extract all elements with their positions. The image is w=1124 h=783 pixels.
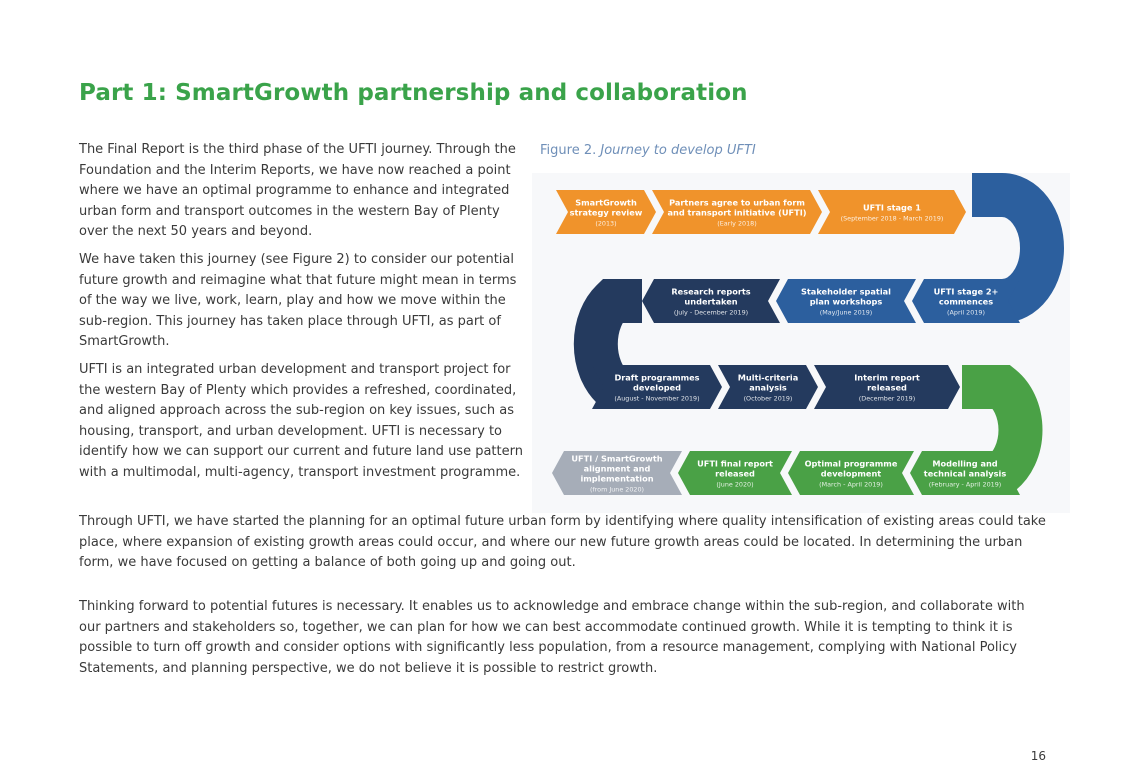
step-1-title-line-1: and transport initiative (UFTI) <box>667 208 806 218</box>
step-12-chevron <box>552 451 682 495</box>
step-5-title-line-1: undertaken <box>684 297 737 307</box>
step-5-chevron <box>642 279 780 323</box>
page-number: 16 <box>1030 749 1046 763</box>
step-7-title-line-0: Multi-criteria <box>738 373 798 383</box>
step-7-chevron <box>718 365 818 409</box>
paragraph-urban-form: Through UFTI, we have started the planni… <box>79 514 1046 570</box>
step-2-date: (September 2018 - March 2019) <box>841 215 944 223</box>
step-8-chevron <box>814 365 960 409</box>
paragraph-final-report: The Final Report is the third phase of t… <box>79 142 516 239</box>
step-2-chevron <box>818 190 966 234</box>
figure-caption: Figure 2. Journey to develop UFTI <box>540 143 756 158</box>
step-11-title-line-0: UFTI final report <box>697 459 773 469</box>
step-0-title-line-0: SmartGrowth <box>575 198 637 208</box>
step-6-title-line-1: developed <box>633 383 681 393</box>
step-5-date: (July - December 2019) <box>674 309 748 317</box>
step-7-title-line-1: analysis <box>749 383 787 393</box>
step-5-title-line-0: Research reports <box>671 287 750 297</box>
step-3-chevron <box>912 279 1020 323</box>
step-10-title-line-0: Optimal programme <box>805 459 898 469</box>
step-8-title-line-1: released <box>867 383 907 393</box>
paragraph-ufti-definition: UFTI is an integrated urban development … <box>79 362 523 480</box>
step-0-chevron <box>556 190 656 234</box>
step-4-title-line-0: Stakeholder spatial <box>801 287 891 297</box>
step-6-chevron <box>592 365 722 409</box>
figure-caption-prefix: Figure 2. <box>540 143 597 158</box>
step-11-chevron <box>678 451 792 495</box>
step-7-date: (October 2019) <box>744 395 793 403</box>
step-1-chevron <box>652 190 822 234</box>
step-12-title-line-1: alignment and <box>584 464 651 474</box>
step-8-title-line-0: Interim report <box>854 373 920 383</box>
section-heading: Part 1: SmartGrowth partnership and coll… <box>79 80 748 106</box>
step-3-title-line-0: UFTI stage 2+ <box>934 287 999 297</box>
paragraph-thinking-forward: Thinking forward to potential futures is… <box>79 599 1025 676</box>
step-12-date: (from June 2020) <box>590 486 644 494</box>
step-8-date: (December 2019) <box>859 395 915 403</box>
step-12-title-line-0: UFTI / SmartGrowth <box>571 454 662 464</box>
step-6-date: (August - November 2019) <box>614 395 699 403</box>
step-9-chevron <box>910 451 1020 495</box>
step-10-title-line-1: development <box>821 469 882 479</box>
step-0-title-line-1: strategy review <box>570 208 643 218</box>
step-1-date: (Early 2018) <box>717 220 756 228</box>
step-10-date: (March - April 2019) <box>819 481 883 489</box>
step-1-title-line-0: Partners agree to urban form <box>669 198 805 208</box>
step-3-title-line-1: commences <box>939 297 993 307</box>
step-0-date: (2013) <box>595 220 616 228</box>
step-11-title-line-1: released <box>715 469 755 479</box>
step-11-date: (June 2020) <box>716 481 753 489</box>
step-12-title-line-2: implementation <box>580 474 653 484</box>
step-2-title-line-0: UFTI stage 1 <box>863 203 921 213</box>
step-4-chevron <box>776 279 916 323</box>
step-4-title-line-1: plan workshops <box>810 297 883 307</box>
loop-right-top <box>972 173 1064 323</box>
step-6-title-line-0: Draft programmes <box>614 373 699 383</box>
step-3-date: (April 2019) <box>947 309 985 317</box>
paragraph-journey: We have taken this journey (see Figure 2… <box>79 252 517 349</box>
step-10-chevron <box>788 451 914 495</box>
step-9-title-line-0: Modelling and <box>932 459 997 469</box>
figure-caption-title: Journey to develop UFTI <box>600 143 756 158</box>
step-9-title-line-1: technical analysis <box>924 469 1007 479</box>
step-4-date: (May/June 2019) <box>820 309 873 317</box>
step-9-date: (February - April 2019) <box>929 481 1002 489</box>
